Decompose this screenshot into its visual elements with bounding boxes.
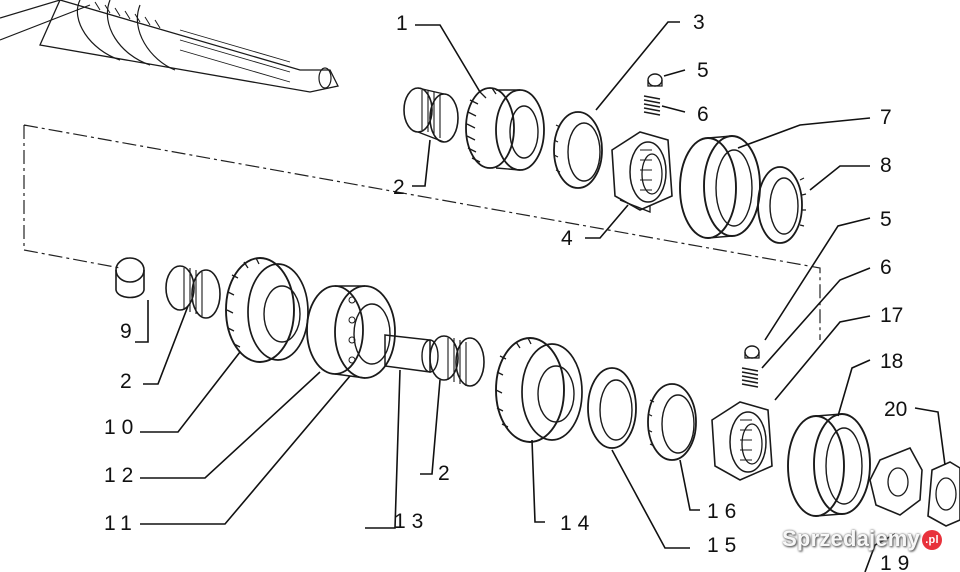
callout-6-bottom: 6 [880, 256, 892, 279]
callout-13: 13 [394, 510, 429, 533]
callout-18: 18 [880, 350, 903, 373]
callout-7: 7 [880, 106, 892, 129]
nut-20 [927, 461, 960, 527]
assembly-outline [23, 124, 821, 340]
callout-3: 3 [693, 11, 705, 34]
needle-bearing-left [165, 265, 221, 319]
detent-pin-5-top [647, 73, 663, 87]
callout-10: 10 [104, 416, 139, 439]
detent-pin-5-bottom [744, 345, 760, 359]
lock-plate-19 [869, 446, 923, 516]
synchro-ring-3 [553, 111, 603, 189]
callout-1: 1 [396, 12, 408, 35]
leader-lines [135, 21, 946, 572]
needle-bearing-top [403, 87, 459, 143]
callout-5-top: 5 [697, 59, 709, 82]
callout-2-top: 2 [393, 176, 405, 199]
callout-5-bottom: 5 [880, 208, 892, 231]
callout-labels: 1 2 3 4 5 6 7 8 9 2 10 12 11 13 2 14 15 … [104, 11, 915, 572]
detent-spring-6-top [643, 95, 661, 116]
synchro-sleeve-7 [679, 135, 761, 239]
watermark-brand: Sprzedajemy [782, 526, 920, 551]
collar-bearing-11-12 [306, 285, 396, 379]
detent-spring-6-bottom [741, 367, 759, 388]
callout-2-mid: 2 [438, 462, 450, 485]
callout-6-top: 6 [697, 103, 709, 126]
synchro-hub-4 [611, 131, 673, 213]
bushing-9 [115, 257, 145, 299]
synchro-sleeve-18 [787, 413, 871, 517]
callout-2-left: 2 [120, 370, 132, 393]
callout-4: 4 [561, 227, 573, 250]
synchro-ring-16 [647, 383, 697, 461]
needle-bearing-mid [429, 335, 485, 387]
shaft-assembly [0, 0, 339, 93]
callout-15: 15 [707, 534, 742, 557]
callout-17: 17 [880, 304, 903, 327]
gear-14 [495, 337, 583, 443]
callout-8: 8 [880, 154, 892, 177]
callout-16: 16 [707, 500, 742, 523]
watermark-badge: .pl [922, 530, 942, 551]
callout-11: 11 [104, 512, 138, 535]
callout-14: 14 [560, 512, 595, 535]
gear-10 [225, 257, 309, 363]
callout-9: 9 [120, 320, 132, 343]
synchro-ring-8 [757, 166, 807, 244]
callout-20: 20 [884, 398, 907, 421]
spacer-13 [384, 334, 439, 373]
synchro-hub-17 [711, 401, 773, 481]
helical-gear-1 [465, 87, 545, 171]
callout-19: 19 [880, 552, 915, 572]
watermark-logo: Sprzedajemy.pl [782, 526, 942, 552]
thrust-washer-15 [587, 367, 637, 449]
callout-12: 12 [104, 464, 139, 487]
